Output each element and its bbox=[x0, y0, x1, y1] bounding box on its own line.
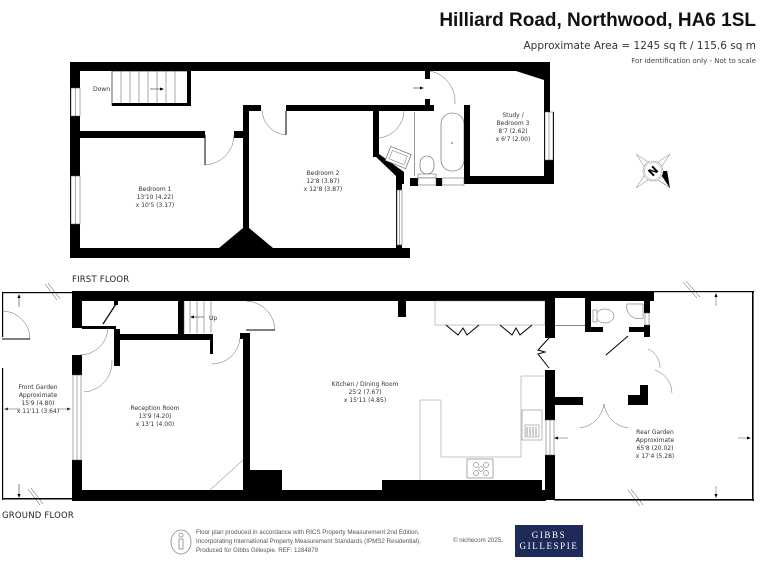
approximate-area: Approximate Area = 1245 sq ft / 115.6 sq… bbox=[523, 40, 756, 52]
footer-line-3: Produced for Gibbs Gillespie. REF: 12848… bbox=[196, 547, 319, 554]
bedroom-1-dim2: x 10'5 (3.17) bbox=[136, 202, 175, 209]
rear-garden-label: Rear Garden bbox=[636, 429, 674, 436]
bedroom-1-label: Bedroom 1 bbox=[139, 186, 172, 193]
identification-note: For identification only - Not to scale bbox=[631, 57, 756, 65]
kitchen-dining-dim1: 25'2 (7.67) bbox=[348, 389, 381, 396]
footer-disclaimer: Floor plan produced in accordance with R… bbox=[196, 528, 421, 555]
footer-line-1: Floor plan produced in accordance with R… bbox=[196, 529, 420, 536]
front-garden-label-2: Approximate bbox=[19, 392, 58, 399]
compass-north-icon bbox=[635, 153, 671, 189]
study-label-2: Bedroom 3 bbox=[497, 120, 530, 127]
rear-garden-label-2: Approximate bbox=[636, 437, 675, 444]
rear-garden-dim2: x 17'4 (5.28) bbox=[636, 453, 675, 460]
bedroom-1-dim1: 13'10 (4.22) bbox=[137, 194, 174, 201]
info-icon bbox=[170, 529, 192, 555]
study-label: Study / bbox=[502, 112, 524, 119]
ground-floor-plan: Up bbox=[1, 280, 754, 507]
kitchen-dining-dim2: x 15'11 (4.85) bbox=[344, 397, 386, 404]
footer-line-2: Incorporating International Property Mea… bbox=[196, 538, 421, 545]
first-floor-label: FIRST FLOOR bbox=[72, 275, 130, 285]
first-floor-plan: Down bbox=[70, 62, 554, 258]
front-garden-dim1: 15'9 (4.80) bbox=[21, 400, 54, 407]
bedroom-2-dim1: 12'8 (3.87) bbox=[306, 178, 339, 185]
property-title: Hilliard Road, Northwood, HA6 1SL bbox=[439, 10, 756, 31]
reception-room-dim1: 13'9 (4.20) bbox=[138, 413, 171, 420]
front-garden-dim2: x 11'11 (3.64) bbox=[17, 408, 59, 415]
logo-line-2: GILLESPIE bbox=[519, 541, 579, 551]
stairs-up-label: Up bbox=[209, 315, 217, 322]
study-dim2: x 6'7 (2.00) bbox=[496, 136, 531, 143]
rear-garden-dim1: 65'8 (20.02) bbox=[637, 445, 674, 452]
bedroom-2-dim2: x 12'8 (3.87) bbox=[304, 186, 343, 193]
stairs-down bbox=[111, 70, 191, 106]
copyright: © nichecom 2025. bbox=[453, 537, 503, 544]
front-garden-label: Front Garden bbox=[18, 384, 57, 391]
study-dim1: 8'7 (2.62) bbox=[498, 128, 527, 135]
bedroom-2-label: Bedroom 2 bbox=[307, 170, 340, 177]
reception-room-label: Reception Room bbox=[131, 405, 180, 412]
ground-floor-label: GROUND FLOOR bbox=[2, 511, 75, 521]
stairs-down-label: Down bbox=[93, 86, 110, 93]
kitchen-dining-label: Kitchen / Dining Room bbox=[332, 381, 399, 388]
reception-room-dim2: x 13'1 (4.00) bbox=[136, 421, 175, 428]
logo-line-1: GIBBS bbox=[531, 530, 567, 540]
stairs-up bbox=[183, 301, 212, 333]
gibbs-gillespie-logo: GIBBS GILLESPIE bbox=[515, 525, 583, 557]
